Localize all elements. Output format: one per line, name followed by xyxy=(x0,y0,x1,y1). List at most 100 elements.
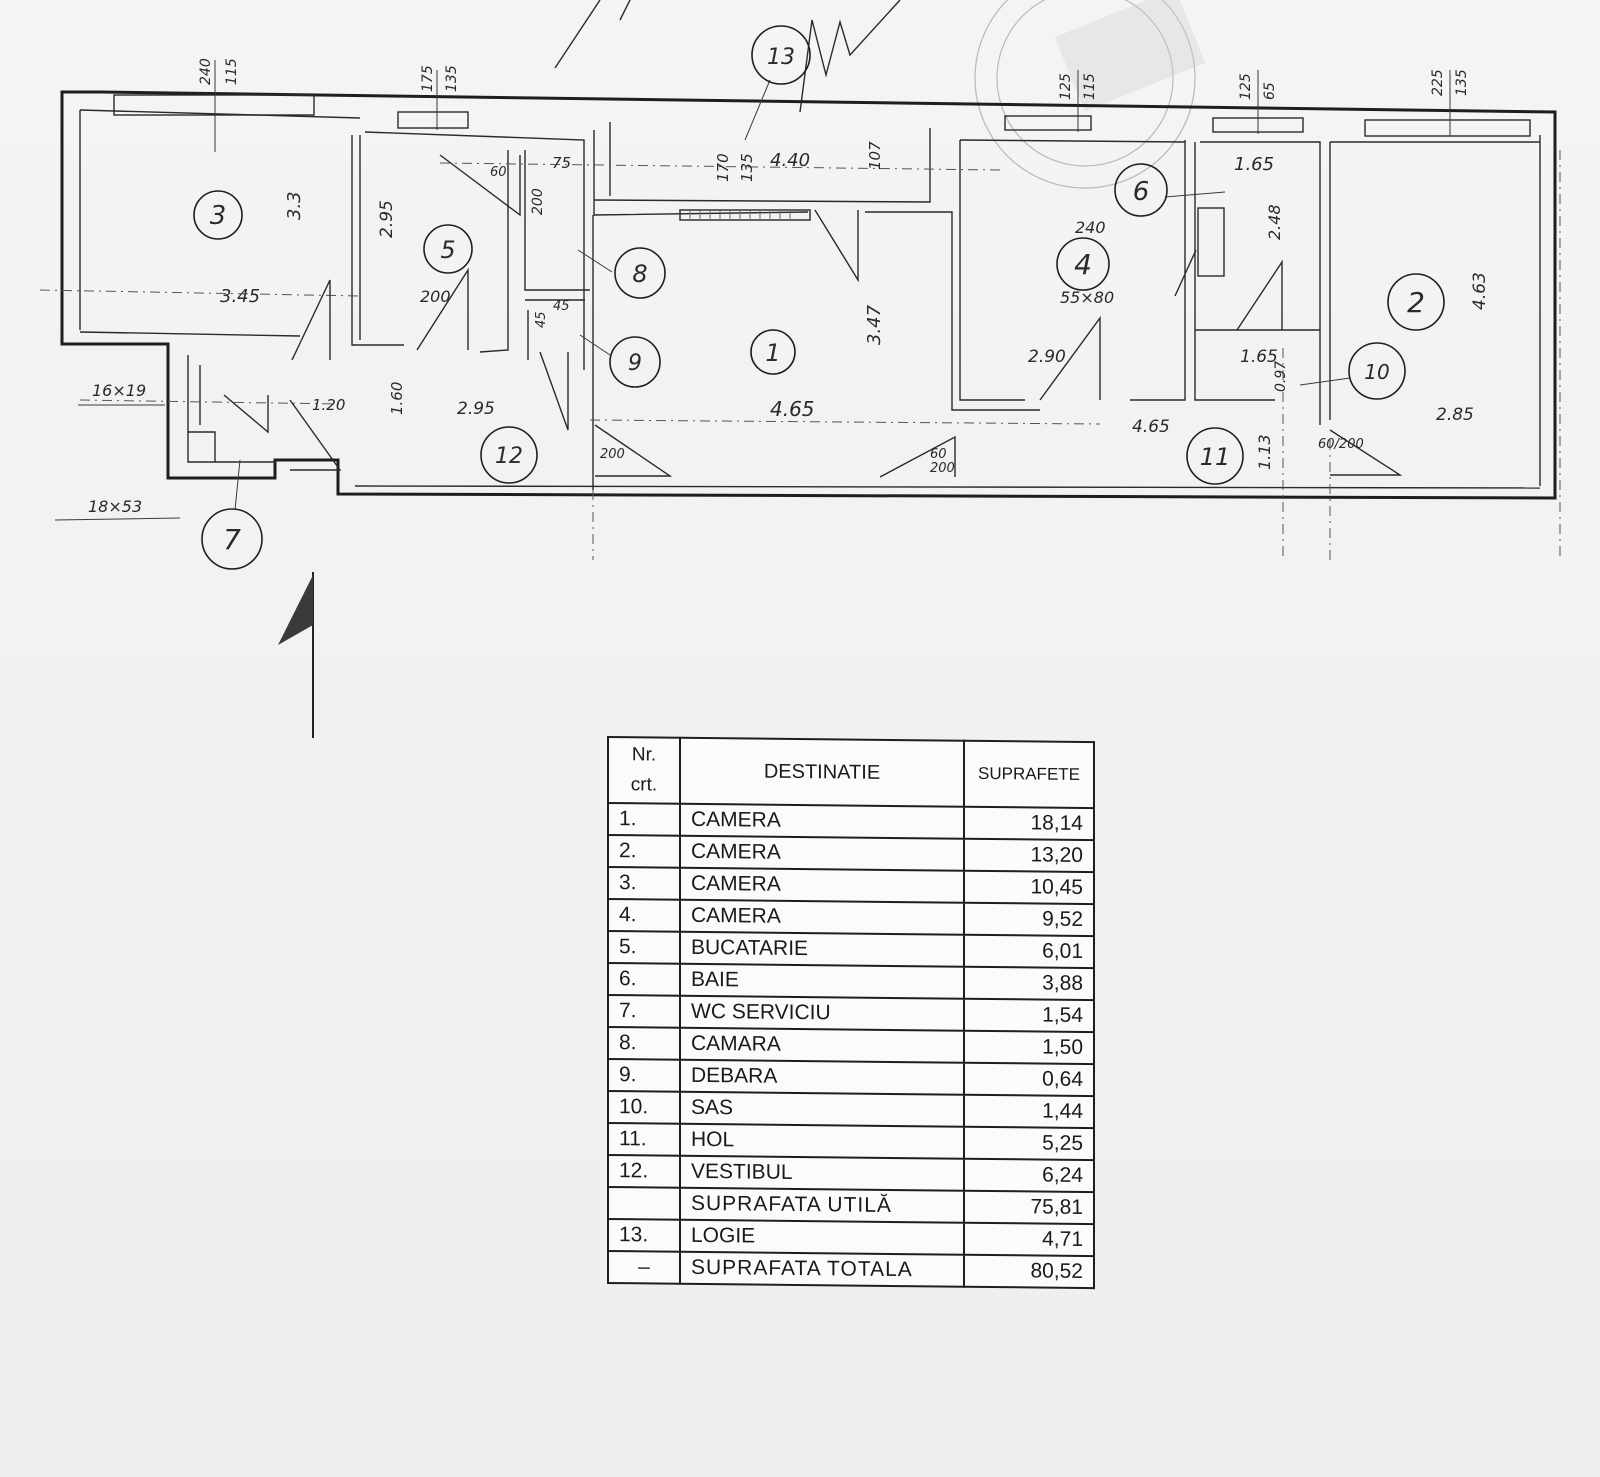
svg-text:3.47: 3.47 xyxy=(864,304,885,345)
svg-text:2: 2 xyxy=(1407,286,1425,319)
room-circle-4: 4 xyxy=(1056,237,1110,291)
svg-text:10: 10 xyxy=(1364,360,1389,384)
official-stamp xyxy=(974,0,1206,189)
room-circle-2: 2 xyxy=(1387,273,1445,331)
svg-text:5: 5 xyxy=(440,236,455,264)
exterior-walls xyxy=(60,90,1557,500)
svg-text:8: 8 xyxy=(632,260,647,288)
svg-text:4: 4 xyxy=(1074,248,1092,281)
svg-text:3.45: 3.45 xyxy=(220,286,260,307)
leader-lines xyxy=(54,79,1351,521)
svg-text:60/200: 60/200 xyxy=(1318,437,1364,452)
svg-text:175: 175 xyxy=(420,65,436,92)
svg-text:2.90: 2.90 xyxy=(1028,347,1066,367)
svg-text:1.65: 1.65 xyxy=(1240,347,1278,367)
signature-marks xyxy=(554,0,901,113)
svg-text:55×80: 55×80 xyxy=(1060,288,1114,307)
room-labels: 1 2 3 4 5 6 7 8 9 10 11 12 13 xyxy=(193,25,1445,570)
svg-text:60: 60 xyxy=(930,447,947,462)
svg-text:12: 12 xyxy=(495,444,523,469)
header-destination: DESTINATIE xyxy=(680,737,964,807)
svg-text:200: 200 xyxy=(930,461,955,476)
svg-text:16×19: 16×19 xyxy=(92,381,146,400)
svg-text:0.97: 0.97 xyxy=(1273,361,1289,392)
svg-text:7: 7 xyxy=(223,523,241,556)
interior-walls xyxy=(79,122,1540,490)
svg-text:13: 13 xyxy=(767,45,795,70)
room-circle-6: 6 xyxy=(1114,163,1168,217)
svg-text:240: 240 xyxy=(198,58,214,85)
svg-text:65: 65 xyxy=(1262,82,1278,100)
room-circle-13: 13 xyxy=(751,25,811,85)
svg-text:1.13: 1.13 xyxy=(1255,434,1274,470)
svg-text:200: 200 xyxy=(600,447,625,462)
svg-text:225: 225 xyxy=(1430,69,1446,96)
svg-text:2.85: 2.85 xyxy=(1436,405,1474,425)
svg-text:6: 6 xyxy=(1133,177,1150,207)
svg-text:18×53: 18×53 xyxy=(88,497,142,516)
svg-text:60: 60 xyxy=(490,165,507,180)
windows xyxy=(113,60,1531,152)
dimension-annotations: 3.45 3.3 2.95 200 4.65 3.47 4.40 170 135… xyxy=(88,58,1490,516)
svg-text:240: 240 xyxy=(1075,218,1106,237)
svg-text:115: 115 xyxy=(224,58,240,85)
header-area: SUPRAFETE xyxy=(964,740,1094,809)
svg-text:2.48: 2.48 xyxy=(1265,204,1284,240)
svg-text:107: 107 xyxy=(866,141,884,170)
svg-text:135: 135 xyxy=(444,65,460,92)
svg-text:9: 9 xyxy=(628,351,642,376)
svg-text:1.65: 1.65 xyxy=(1234,154,1274,175)
room-circle-12: 12 xyxy=(480,426,538,484)
room-circle-8: 8 xyxy=(614,247,666,299)
table-header-row: Nr.crt. DESTINATIE SUPRAFETE xyxy=(608,737,1094,809)
svg-text:4.65: 4.65 xyxy=(770,397,815,421)
svg-text:125: 125 xyxy=(1238,73,1254,100)
svg-text:1.60: 1.60 xyxy=(388,382,406,415)
svg-text:45: 45 xyxy=(534,311,549,328)
svg-text:3.3: 3.3 xyxy=(284,191,305,220)
room-circle-3: 3 xyxy=(193,190,243,240)
floor-plan-drawing: 1 2 3 4 5 6 7 8 9 10 11 12 13 3.45 3.3 2… xyxy=(39,0,1561,738)
north-arrow-icon xyxy=(278,572,314,738)
svg-text:135: 135 xyxy=(738,153,756,182)
svg-text:125: 125 xyxy=(1058,73,1074,100)
room-circle-7: 7 xyxy=(201,508,263,570)
room-circle-10: 10 xyxy=(1348,342,1406,400)
header-nr: Nr.crt. xyxy=(608,737,680,804)
svg-text:170: 170 xyxy=(714,153,732,182)
svg-text:45: 45 xyxy=(553,299,570,314)
svg-text:75: 75 xyxy=(552,154,571,172)
svg-text:11: 11 xyxy=(1200,443,1231,471)
room-circle-5: 5 xyxy=(423,224,473,274)
door-swings xyxy=(223,154,1403,478)
svg-text:4.63: 4.63 xyxy=(1470,272,1490,310)
svg-text:2.95: 2.95 xyxy=(457,399,495,419)
room-circle-11: 11 xyxy=(1186,427,1244,485)
svg-text:3: 3 xyxy=(210,201,227,231)
svg-text:1.20: 1.20 xyxy=(312,396,345,414)
svg-text:4.65: 4.65 xyxy=(1132,417,1170,437)
room-circle-1: 1 xyxy=(750,329,796,375)
svg-text:4.40: 4.40 xyxy=(770,150,810,171)
svg-text:115: 115 xyxy=(1082,73,1098,100)
svg-text:135: 135 xyxy=(1454,69,1470,96)
room-circle-9: 9 xyxy=(609,336,661,388)
